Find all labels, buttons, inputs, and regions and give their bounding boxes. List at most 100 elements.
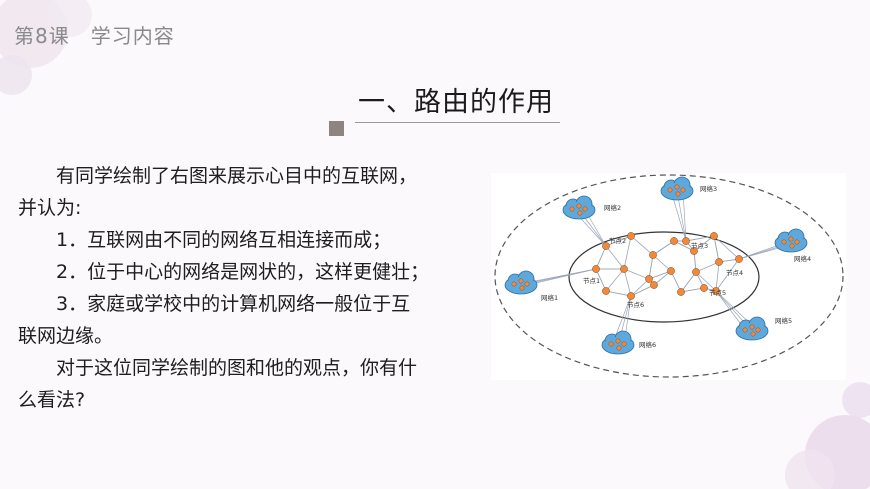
router-node (602, 287, 610, 295)
network-label: 网络2 (604, 203, 621, 212)
router-node (710, 232, 718, 240)
host-dot (616, 345, 622, 351)
list-item: 3．家庭或学校中的计算机网络一般位于互 (56, 293, 411, 315)
core-network-boundary (568, 231, 760, 323)
network-label: 网络6 (639, 340, 656, 349)
router-node (627, 292, 635, 300)
title-underline (355, 122, 560, 123)
host-dot (749, 324, 755, 330)
network-cloud (776, 235, 806, 251)
paragraph: 么看法? (18, 389, 86, 411)
network-uplink (526, 268, 597, 286)
mesh-link (605, 290, 632, 297)
list-item: 1．互联网由不同的网络互相连接而成； (56, 229, 392, 251)
mesh-link (695, 261, 720, 273)
network-cloud (737, 323, 767, 339)
paragraph: 联网边缘。 (18, 325, 114, 347)
router-node (677, 288, 685, 296)
paragraph: 对于这位同学绘制的图和他的观点，你有什 (56, 357, 418, 379)
network-cloud (506, 277, 536, 293)
mesh-link (605, 268, 625, 292)
mesh-link (630, 235, 654, 256)
mesh-link (623, 268, 650, 280)
mesh-link (713, 235, 720, 263)
host-dot (576, 203, 582, 209)
router-node (649, 251, 657, 259)
paragraph: 并认为: (18, 197, 82, 219)
internet-diagram: 网络1 网络2 网络3 网络4 网络5 网络6 节点1 节点2 节点3 节点4 节点5 节点6 (491, 173, 846, 380)
mesh-link (670, 270, 682, 293)
router-node (592, 265, 600, 273)
host-dot (794, 239, 800, 245)
host-dot (582, 206, 588, 212)
host-dot (750, 331, 756, 337)
mesh-link (695, 271, 717, 292)
host-dot (675, 191, 681, 197)
host-dot (742, 327, 748, 333)
router-node (715, 258, 723, 266)
router-node (620, 265, 628, 273)
network-cloud (662, 183, 692, 199)
host-dot (615, 338, 621, 344)
mesh-link (713, 235, 740, 260)
network-label: 网络5 (775, 316, 792, 325)
host-dot (667, 187, 673, 193)
body-text: 有同学绘制了右图来展示心目中的互联网， 并认为: 1．互联网由不同的网络互相连接… (18, 160, 483, 416)
outer-dashed-boundary (494, 174, 844, 378)
mesh-link (648, 270, 672, 280)
node-label: 节点3 (691, 242, 708, 250)
host-dot (781, 239, 787, 245)
network-cloud (603, 337, 633, 353)
node-label: 节点6 (627, 301, 644, 309)
mesh-link (693, 235, 715, 252)
router-node (712, 287, 720, 295)
router-node (692, 268, 700, 276)
host-dot (621, 341, 627, 347)
host-dot (674, 184, 680, 190)
mesh-link (630, 278, 650, 297)
mesh-link (595, 245, 607, 270)
mesh-link (595, 268, 607, 292)
router-node (645, 275, 653, 283)
router-node (735, 255, 743, 263)
mesh-link (685, 235, 715, 242)
host-dot (511, 281, 517, 287)
router-node (667, 267, 675, 275)
node-label: 节点5 (709, 289, 726, 297)
node-label: 节点2 (609, 237, 626, 245)
mesh-link (715, 261, 720, 292)
host-dot (788, 236, 794, 242)
title-square-marker (329, 121, 344, 136)
mesh-link (652, 254, 672, 272)
node-label: 节点4 (726, 269, 743, 277)
host-dot (680, 187, 686, 193)
internet-diagram-svg: 网络1 网络2 网络3 网络4 网络5 网络6 节点1 节点2 节点3 节点4 节点5 节点6 (494, 174, 844, 378)
mesh-link (623, 235, 632, 270)
host-dot (524, 281, 530, 287)
router-node (602, 242, 610, 250)
section-title: 一、路由的作用 (358, 87, 554, 118)
router-node (682, 237, 690, 245)
router-node (650, 281, 658, 289)
mesh-link (605, 245, 625, 270)
router-node (670, 237, 678, 245)
router-node (700, 284, 708, 292)
router-node (690, 247, 698, 255)
router-node (627, 232, 635, 240)
host-dot (518, 278, 524, 284)
mesh-link (680, 287, 705, 293)
network-label: 网络1 (541, 293, 558, 302)
paragraph: 有同学绘制了右图来展示心目中的互联网， (56, 165, 418, 187)
host-dot (789, 243, 795, 249)
host-dot (569, 206, 575, 212)
floral-decoration-top-left (0, 0, 92, 95)
network-label: 网络4 (794, 254, 811, 263)
host-dot (577, 210, 583, 216)
list-item: 2．位于中心的网络是网状的，这样更健壮； (56, 261, 430, 283)
mesh-link (648, 254, 654, 280)
mesh-link (623, 268, 632, 297)
mesh-link (680, 271, 697, 293)
network-label: 网络3 (700, 184, 717, 193)
node-label: 节点1 (583, 277, 600, 285)
mesh-link (715, 258, 740, 292)
